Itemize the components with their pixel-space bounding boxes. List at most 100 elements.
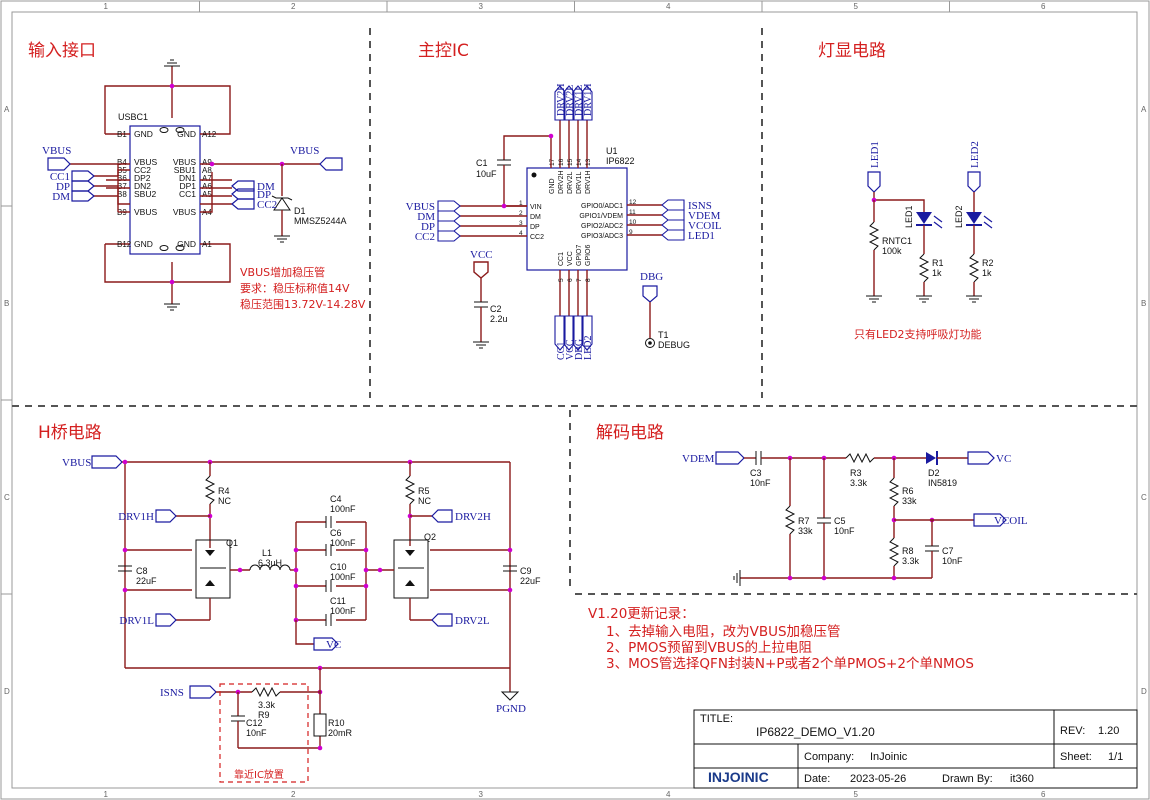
- drawn-value: it360: [1010, 773, 1034, 785]
- usbc-pin-number: A8: [202, 166, 212, 175]
- usbc-pin-number: B8: [117, 190, 127, 199]
- c2-value: 2.2u: [490, 314, 508, 324]
- usbc-pin-name: VBUS: [173, 207, 196, 217]
- r8-ref: R8: [902, 546, 914, 556]
- ic-left-net: VBUS: [406, 201, 435, 213]
- changelog-item: 3、MOS管选择QFN封装N+P或者2个单PMOS+2个单NMOS: [606, 656, 974, 672]
- usbc-pin-number: B4: [117, 158, 127, 167]
- ntc-value: 100k: [882, 246, 902, 256]
- vbus-flag: [319, 157, 343, 171]
- pin1-marker: [531, 172, 537, 178]
- ic-pin-name: DM: [530, 214, 541, 221]
- section-title-input: 输入接口: [28, 41, 96, 61]
- usbc-pin-name: DP1: [179, 181, 196, 191]
- hbridge-drv-label: DRV1H: [118, 511, 154, 523]
- ic-pin-number: 10: [629, 219, 637, 226]
- usbc-pin-name: SBU1: [174, 165, 196, 175]
- vcc-c2: [473, 261, 489, 349]
- usbc-pin-number: A12: [202, 130, 217, 139]
- ic-pin-name: DRV1H: [585, 170, 592, 194]
- usbc-pin-name: VBUS: [134, 207, 157, 217]
- usbc-pin-number: B1: [117, 130, 127, 139]
- title-label: TITLE:: [700, 713, 733, 725]
- ic-right-net: VDEM: [688, 210, 721, 222]
- frame-col-label: 5: [854, 790, 859, 799]
- c5-ref: C5: [834, 516, 846, 526]
- ic-pin-number: 15: [567, 158, 574, 166]
- c1-value: 10uF: [476, 169, 497, 179]
- ic-pin-name: GPIO6: [585, 244, 592, 266]
- net-flag: [437, 230, 461, 242]
- t1-value: DEBUG: [658, 340, 690, 350]
- ic-pin-name: DRV2H: [558, 170, 565, 194]
- usbc-pin-name: GND: [134, 129, 153, 139]
- r7-ref: R7: [798, 516, 810, 526]
- usbc-right-net: VBUS: [290, 145, 319, 157]
- c3-ref: C3: [750, 468, 762, 478]
- ic-pin-number: 7: [576, 278, 583, 282]
- c9-value: 22uF: [520, 576, 541, 586]
- usbc-pin-name: VBUS: [134, 157, 157, 167]
- frame-col-label: 1: [104, 790, 109, 799]
- r9-value: 3.3k: [258, 700, 276, 710]
- ic-pin-number: 14: [576, 158, 583, 166]
- ic-right-net: LED1: [688, 230, 715, 242]
- usbc-pin-name: GND: [177, 129, 196, 139]
- c3-value: 10nF: [750, 478, 771, 488]
- led-circuit: [866, 171, 993, 303]
- usbc-pin-number: A6: [202, 182, 212, 191]
- r5-value: NC: [418, 496, 431, 506]
- net-flag: [155, 509, 177, 523]
- hbridge-drv-label: DRV2L: [455, 615, 490, 627]
- usbc-left-net: DP: [56, 181, 70, 193]
- net-flag: [563, 85, 575, 121]
- frame-col-label: 2: [291, 790, 296, 799]
- net-flag: [563, 315, 575, 351]
- date-label: Date:: [804, 773, 830, 785]
- ic-pin-number: 5: [558, 278, 565, 282]
- date-value: 2023-05-26: [850, 773, 906, 785]
- net-flag: [431, 509, 453, 523]
- q2-ref: Q2: [424, 532, 436, 542]
- section-title-mcu: 主控IC: [418, 41, 469, 61]
- net-flag: [437, 210, 461, 222]
- usbc-right-pins: A12GNDA9VBUSA8SBU1A7DN1A6DP1A5CC1A4VBUSA…: [173, 129, 217, 249]
- section-title-led: 灯显电路: [818, 41, 886, 61]
- logo-text: INJOINIC: [708, 769, 769, 785]
- c8-value: 22uF: [136, 576, 157, 586]
- frame-row-label: C: [1141, 493, 1147, 502]
- r1-value: 1k: [932, 268, 942, 278]
- input-note-2: 要求：稳压标称值14V: [240, 281, 350, 295]
- place-note: 靠近IC放置: [234, 768, 284, 781]
- led2-net: LED2: [969, 141, 981, 168]
- frame-col-label: 6: [1041, 790, 1046, 799]
- company-value: InJoinic: [870, 751, 908, 763]
- d2-ref: D2: [928, 468, 940, 478]
- ic-bottom-net: CC1: [556, 342, 567, 360]
- usbc-pin-name: DP2: [134, 173, 151, 183]
- net-flag: [572, 315, 584, 351]
- r3-value: 3.3k: [850, 478, 868, 488]
- led-note: 只有LED2支持呼吸灯功能: [854, 327, 982, 341]
- c1-ref: C1: [476, 158, 488, 168]
- ic-pin-number: 16: [558, 158, 565, 166]
- ic-top-net: DRV2H: [556, 83, 567, 116]
- usbc-pin-name: VBUS: [173, 157, 196, 167]
- led2-ref: LED2: [954, 205, 964, 228]
- r7-value: 33k: [798, 526, 813, 536]
- usbc-pin-name: GND: [177, 239, 196, 249]
- usbc-pin-number: B12: [117, 240, 132, 249]
- r3-ref: R3: [850, 468, 862, 478]
- hbridge-drv-label: DRV1L: [119, 615, 154, 627]
- usbc-left-nets: [70, 163, 130, 213]
- c8-ref: C8: [136, 566, 148, 576]
- c5-value: 10nF: [834, 526, 855, 536]
- ic-pin-name: CC2: [530, 234, 544, 241]
- ic-left-net: CC2: [415, 231, 435, 243]
- frame-row-label: D: [4, 687, 10, 696]
- ic-pin-name: GPIO3/ADC3: [581, 233, 623, 240]
